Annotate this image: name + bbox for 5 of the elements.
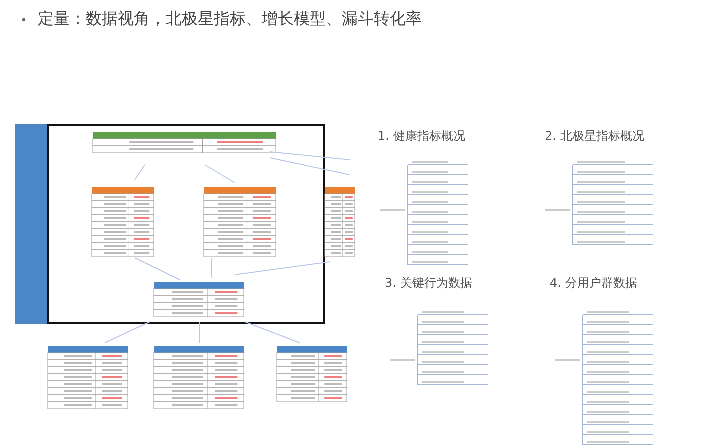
section-heading: 3. 关键行为数据 [385, 275, 472, 292]
section-heading: 2. 北极星指标概况 [545, 128, 644, 145]
slide-heading: 定量：数据视角，北极星指标、增长模型、漏斗转化率 [38, 9, 422, 30]
section-heading: 1. 健康指标概况 [378, 128, 466, 145]
section-heading: 4. 分用户群数据 [550, 275, 638, 292]
